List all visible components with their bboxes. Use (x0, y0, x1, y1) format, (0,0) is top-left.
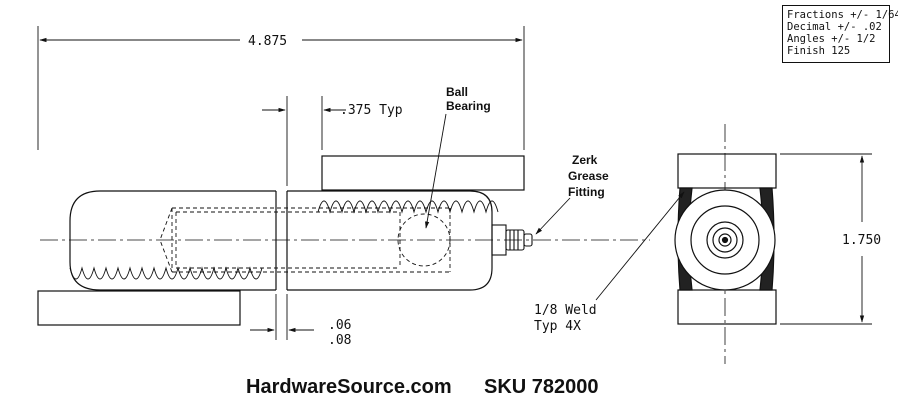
zerk-callout-line3: Fitting (568, 185, 605, 199)
tolerance-finish: Finish 125 (787, 45, 851, 57)
sku-label: SKU 782000 (484, 376, 599, 398)
end-view (674, 124, 777, 364)
tolerance-angles: Angles +/- 1/2 (787, 33, 876, 45)
weld-bead-upper (317, 200, 499, 214)
site-name: HardwareSource.com (246, 376, 452, 398)
tolerance-fractions: Fractions +/- 1/64 (787, 9, 898, 21)
height-label: 1.750 (842, 233, 881, 248)
ball-bearing (397, 213, 451, 267)
zerk-fitting (491, 224, 533, 256)
zerk-callout-line1: Zerk (572, 153, 598, 167)
height-dimension (780, 153, 872, 325)
ball-bearing-callout-line1: Ball (446, 85, 468, 99)
tolerance-block: Fractions +/- 1/64 Decimal +/- .02 Angle… (782, 5, 898, 63)
gap-dimension (250, 294, 314, 340)
typ-spacing-dimension (262, 96, 346, 186)
upper-leaf-plate (321, 155, 525, 191)
overall-length-label: 4.875 (248, 34, 287, 49)
weld-callout-line2: Typ 4X (534, 319, 581, 334)
end-fitting-ring-inner (712, 227, 738, 253)
end-fitting-hole (721, 236, 729, 244)
right-barrel (287, 190, 493, 291)
zerk-callout-line2: Grease (568, 169, 609, 183)
typ-spacing-label: .375 Typ (340, 103, 403, 118)
gap-label-bottom: .08 (328, 333, 351, 348)
side-view (37, 155, 650, 326)
overall-length-dimension (37, 26, 525, 150)
end-barrel-inner (690, 205, 760, 275)
ball-bearing-callout-line2: Bearing (446, 99, 491, 113)
weld-bead-lower (69, 266, 263, 280)
gap-label-top: .06 (328, 318, 351, 333)
tolerance-decimal: Decimal +/- .02 (787, 21, 882, 33)
weld-callout-line1: 1/8 Weld (534, 303, 597, 318)
weld-leader (595, 191, 685, 301)
end-top-plate (677, 153, 777, 189)
ball-bearing-leader (424, 113, 447, 229)
left-barrel (69, 190, 276, 291)
end-fitting-nozzle (718, 233, 732, 247)
end-bottom-plate (677, 289, 777, 325)
end-fitting-ring (706, 221, 744, 259)
lower-leaf-plate (37, 290, 241, 326)
zerk-leader (535, 197, 571, 235)
